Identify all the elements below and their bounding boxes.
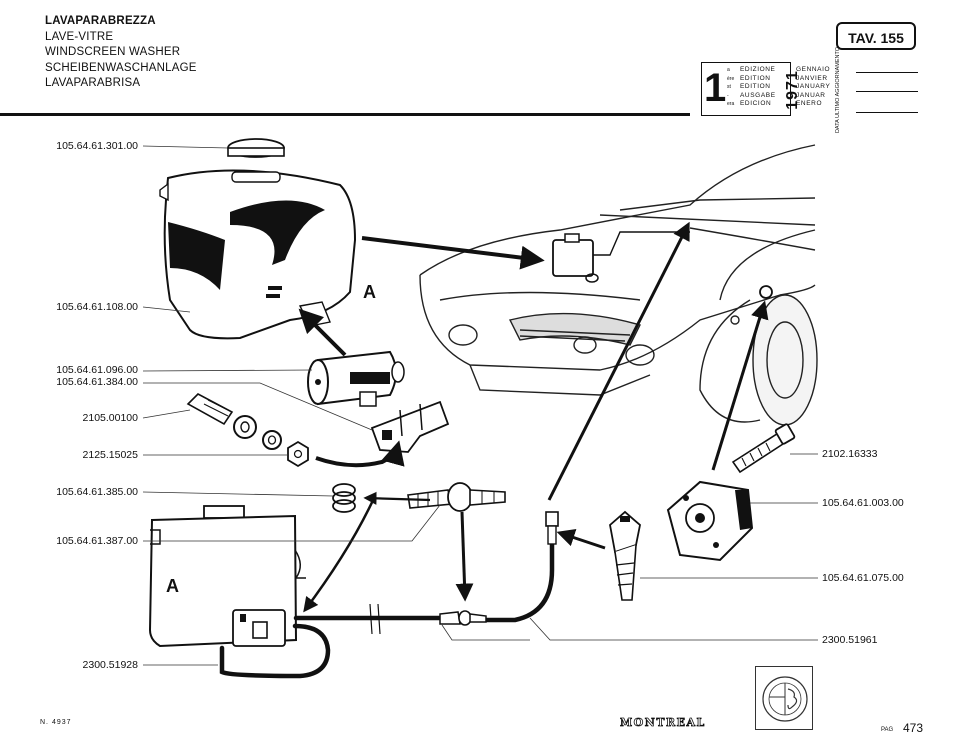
edition-months: GENNAIO JANVIER JANUARY JANUAR ENERO: [796, 66, 830, 109]
edition-word-es: EDICION: [740, 100, 772, 108]
elbow-connector: [545, 511, 559, 545]
bolt-illustration: [186, 393, 234, 426]
edition-month-it: GENNAIO: [796, 66, 831, 73]
edition-sup-en: st: [727, 84, 731, 91]
title-italian: LAVAPARABREZZA: [45, 15, 156, 27]
page-number: 473: [903, 721, 924, 735]
table-number-badge: TAV. 155: [836, 22, 916, 50]
screw-illustration: [731, 423, 796, 474]
installed-reservoir: [552, 231, 690, 283]
reservoir-illustration: [159, 138, 357, 340]
part-label-screw: 2102.16333: [822, 448, 878, 460]
edition-words: EDIZIONE EDITION EDITION AUSGABE EDICION: [740, 66, 776, 109]
part-label-jet: 105.64.61.075.00: [822, 572, 904, 584]
installed-jet: [759, 285, 773, 299]
part-label-check-valve: 105.64.61.387.00: [56, 535, 138, 547]
assembly-arrows: [298, 221, 769, 613]
part-label-hose-long: 2300.51961: [822, 634, 878, 646]
part-label-filler-cap: 105.64.61.301.00: [56, 140, 138, 152]
edition-sup-de: -: [727, 92, 729, 99]
title-german: SCHEIBENWASCHANLAGE: [45, 61, 197, 74]
part-label-bolt: 2105.00100: [82, 412, 138, 424]
part-label-reservoir: 105.64.61.108.00: [56, 301, 138, 313]
update-line: [856, 72, 918, 73]
edition-month-en: JANUARY: [796, 83, 831, 91]
drawing-number: N. 4937: [40, 719, 72, 726]
title-block: LAVAPARABREZZA LAVE-VITRE WINDSCREEN WAS…: [45, 14, 197, 92]
part-label-hose-short: 2300.51928: [82, 659, 138, 671]
pump-motor-illustration: [307, 350, 405, 407]
title-spanish: LAVAPARABRISA: [45, 77, 141, 89]
part-label-bracket: 105.64.61.384.00: [56, 376, 138, 388]
inline-valve: [439, 610, 487, 626]
leader-lines: [142, 145, 818, 666]
edition-sup-fr: ère: [727, 75, 735, 82]
header-rule: [0, 113, 690, 116]
hose-clip-illustration: [332, 483, 356, 513]
edition-word-it: EDIZIONE: [740, 66, 776, 73]
edition-month-fr: JANVIER: [796, 74, 828, 82]
view-marker-a-top: A: [363, 282, 376, 302]
title-french: LAVE-VITRE: [45, 30, 114, 43]
edition-superscripts: a ère st - era: [727, 66, 734, 109]
car-front-illustration: [419, 144, 818, 426]
page-label: PAG: [881, 727, 894, 733]
part-label-jet-housing: 105.64.61.003.00: [822, 497, 904, 509]
edition-sup-it: a: [727, 67, 730, 73]
part-label-hose-clip: 105.64.61.385.00: [56, 486, 138, 498]
alfa-romeo-logo-icon: [755, 666, 813, 730]
part-label-pump: 105.64.61.096.00: [56, 364, 138, 376]
update-line: [856, 91, 918, 92]
edition-word-en: EDITION: [740, 83, 771, 91]
hose-break-marks: [369, 603, 381, 635]
washer-jet-illustration: [609, 510, 641, 601]
jet-housing-illustration: [666, 480, 754, 562]
edition-number: 1: [704, 66, 727, 110]
reservoir-assembly-bottom: [148, 505, 306, 648]
pump-bracket-illustration: [370, 400, 450, 453]
edition-month-es: ENERO: [796, 100, 823, 108]
view-marker-a-bottom: A: [166, 576, 179, 596]
hose-lines: [219, 542, 555, 679]
edition-box: [701, 62, 791, 116]
update-line: [856, 112, 918, 113]
model-name: MONTREAL: [620, 716, 706, 730]
edition-word-de: AUSGABE: [740, 91, 776, 99]
check-valve-illustration: [407, 482, 506, 512]
edition-month-de: JANUAR: [796, 91, 826, 99]
edition-word-fr: EDITION: [740, 74, 771, 82]
part-label-nut: 2125.15025: [82, 449, 138, 461]
title-english: WINDSCREEN WASHER: [45, 46, 181, 58]
edition-sup-es: era: [727, 101, 735, 108]
